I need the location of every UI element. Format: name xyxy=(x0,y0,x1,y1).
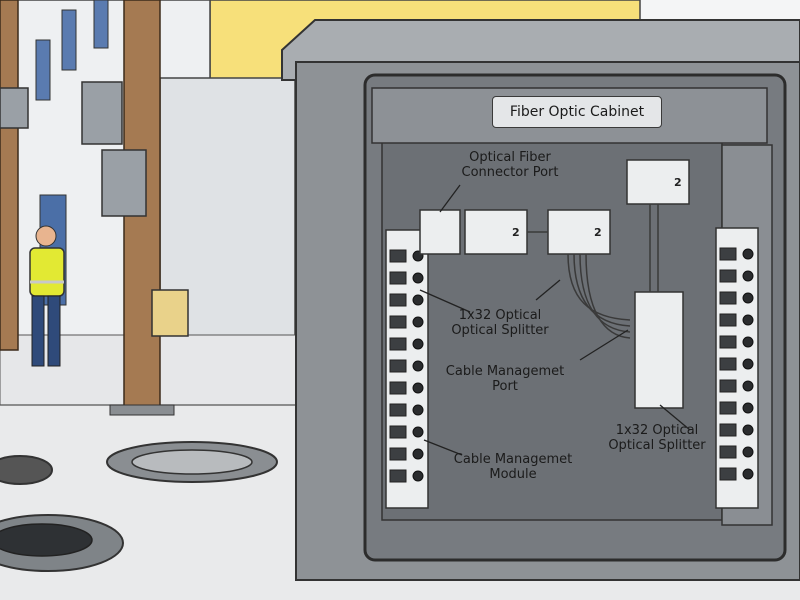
patch-port-connector xyxy=(742,336,754,348)
pole-left xyxy=(0,0,19,351)
patch-port xyxy=(389,293,407,307)
patch-port-connector xyxy=(742,402,754,414)
patch-port-connector xyxy=(742,446,754,458)
patch-port-connector xyxy=(412,338,424,350)
window-1 xyxy=(35,39,51,101)
label-cable-port: Cable Managemet Port xyxy=(445,364,565,394)
patch-port xyxy=(719,401,737,415)
patch-port xyxy=(719,467,737,481)
mid-connector-number: 2 xyxy=(594,226,602,239)
splitter-module xyxy=(634,291,684,409)
pole-box-2 xyxy=(101,149,147,217)
patch-port xyxy=(389,249,407,263)
patch-port-connector xyxy=(742,380,754,392)
patch-port xyxy=(719,379,737,393)
connector-module-mid xyxy=(547,209,611,255)
patch-port xyxy=(389,337,407,351)
patch-port-connector xyxy=(412,426,424,438)
patch-port xyxy=(389,359,407,373)
patch-port xyxy=(719,247,737,261)
patch-port xyxy=(389,403,407,417)
junction-box xyxy=(151,289,189,337)
patch-port-connector xyxy=(412,316,424,328)
manhole-left xyxy=(0,455,53,485)
patch-port xyxy=(719,445,737,459)
connector-port-block xyxy=(419,209,461,255)
pole-base xyxy=(109,404,175,416)
patch-port xyxy=(389,271,407,285)
worker xyxy=(29,225,65,367)
patch-port xyxy=(719,423,737,437)
label-connector-port: Optical Fiber Connector Port xyxy=(461,150,559,180)
top-connector-number: 2 xyxy=(674,176,682,189)
window-3 xyxy=(93,0,109,49)
patch-port-connector xyxy=(412,360,424,372)
patch-port xyxy=(389,447,407,461)
patch-port-connector xyxy=(412,448,424,460)
patch-port-connector xyxy=(742,468,754,480)
patch-port-connector xyxy=(412,404,424,416)
patch-port-connector xyxy=(742,270,754,282)
fiber-cables xyxy=(527,204,659,339)
patch-port-connector xyxy=(412,294,424,306)
patch-port xyxy=(719,313,737,327)
pole-box-3 xyxy=(0,87,29,129)
patch-port xyxy=(719,291,737,305)
patch-port-connector xyxy=(742,292,754,304)
patch-port xyxy=(719,335,737,349)
left-patch-panel xyxy=(385,229,429,509)
patch-port-connector xyxy=(412,272,424,284)
patch-port-connector xyxy=(742,314,754,326)
label-splitter-left: 1x32 Optical Optical Splitter xyxy=(451,308,549,338)
patch-port-connector xyxy=(412,382,424,394)
patch-port-connector xyxy=(742,248,754,260)
label-cable-module: Cable Managemet Module xyxy=(453,452,573,482)
patch-port-connector xyxy=(742,424,754,436)
patch-port xyxy=(719,269,737,283)
patch-port xyxy=(389,381,407,395)
patch-port-connector xyxy=(412,470,424,482)
patch-port xyxy=(389,315,407,329)
patch-port xyxy=(719,357,737,371)
left-connector-number: 2 xyxy=(512,226,520,239)
leader-lines xyxy=(419,184,691,456)
patch-port xyxy=(389,469,407,483)
right-patch-panel xyxy=(715,227,759,509)
pole-box-1 xyxy=(81,81,123,145)
patch-port-connector xyxy=(742,358,754,370)
patch-port xyxy=(389,425,407,439)
window-2 xyxy=(61,9,77,71)
cabinet-title: Fiber Optic Cabinet xyxy=(492,96,662,128)
label-splitter-right: 1x32 Optical Optical Splitter xyxy=(608,423,706,453)
